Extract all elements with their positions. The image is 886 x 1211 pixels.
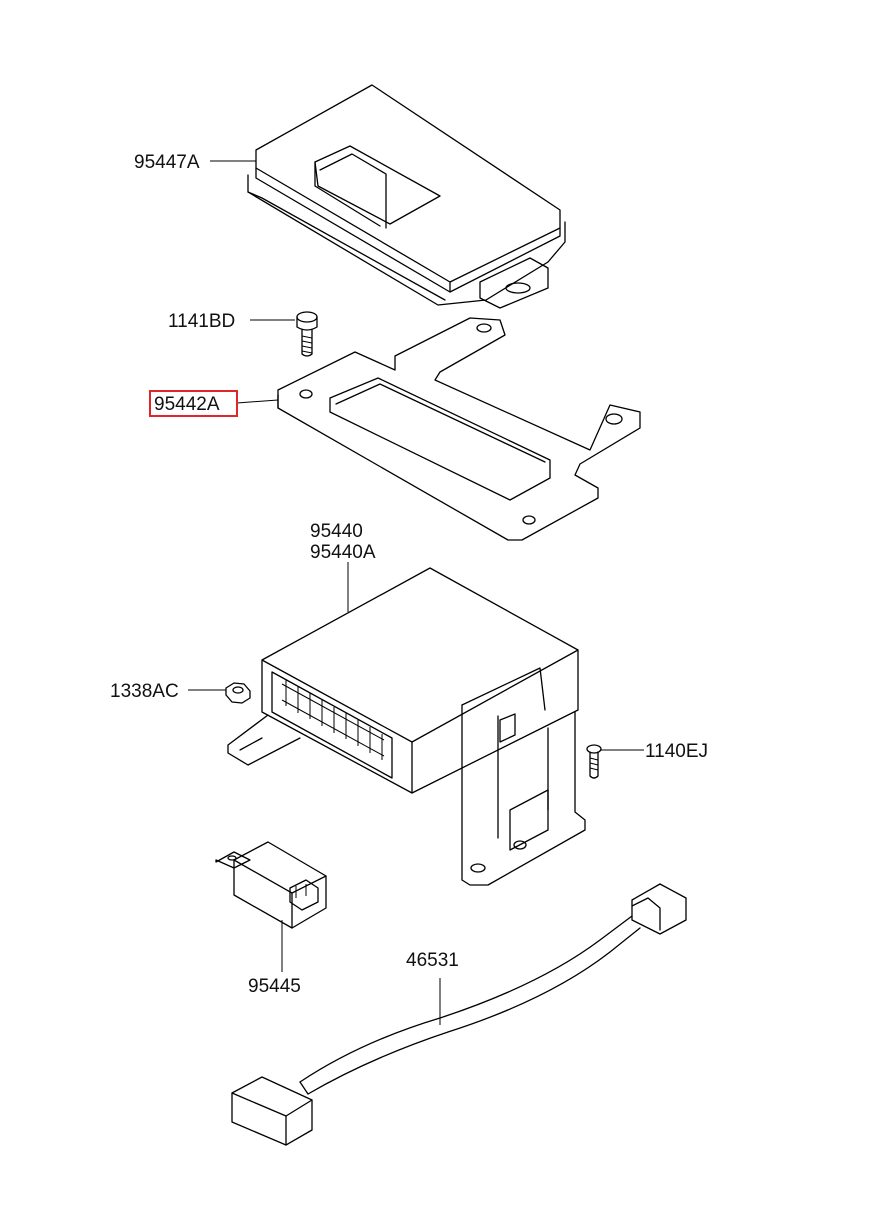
nut-1338ac-drawing (225, 682, 251, 704)
leader-lines (188, 160, 644, 1025)
label-95445[interactable]: 95445 (248, 976, 301, 997)
label-46531[interactable]: 46531 (406, 950, 459, 971)
label-95440[interactable]: 95440 (310, 521, 363, 542)
label-1141bd[interactable]: 1141BD (168, 311, 235, 332)
label-1140ej[interactable]: 1140EJ (645, 741, 708, 762)
cover-housing-drawing (247, 84, 566, 309)
relay-95445-drawing (215, 841, 327, 929)
bolt-1141bd-drawing (296, 311, 318, 357)
bracket-plate-drawing (277, 317, 641, 541)
label-95447a[interactable]: 95447A (134, 152, 200, 173)
part-labels: 95447A 1141BD 95442A 95440 95440A 1338AC… (110, 152, 708, 997)
bolt-1140ej-drawing (586, 744, 602, 779)
label-1338ac[interactable]: 1338AC (110, 681, 179, 702)
label-95442a[interactable]: 95442A (154, 394, 220, 415)
highlight-box-95442a (149, 390, 238, 417)
label-95440a[interactable]: 95440A (310, 542, 376, 563)
control-module-drawing (227, 567, 586, 886)
